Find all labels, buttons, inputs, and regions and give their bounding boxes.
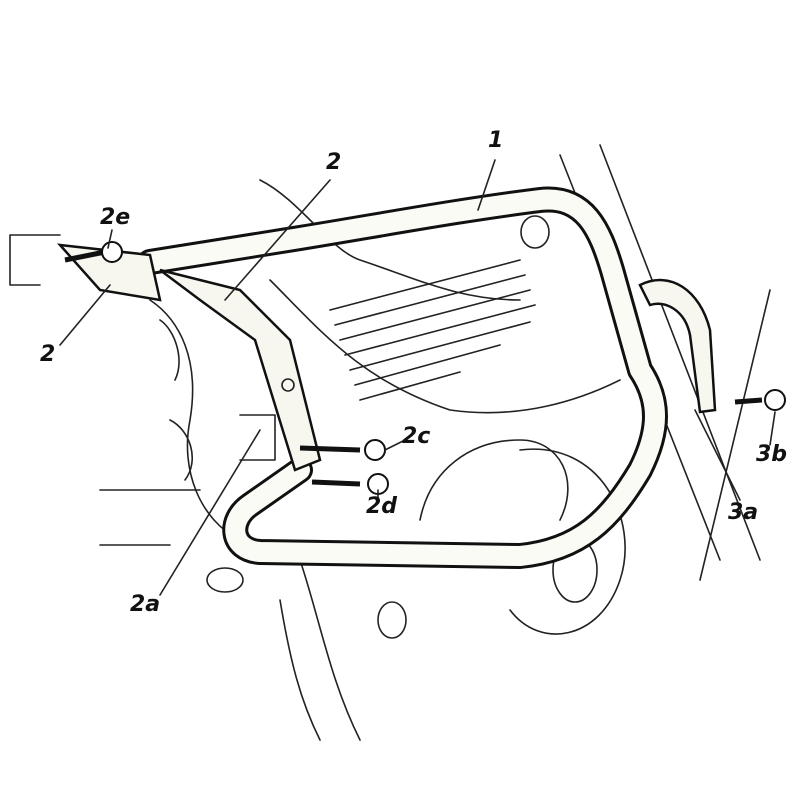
label-part-2-left: 2 — [40, 342, 56, 367]
radiator-fins — [329, 259, 536, 401]
bolt-2c — [299, 439, 386, 461]
spacer-2a — [239, 414, 276, 461]
bolt-2e — [64, 241, 123, 263]
label-part-2-top: 2 — [326, 150, 342, 175]
label-part-3b: 3b — [756, 442, 788, 467]
leader-lines — [59, 159, 776, 596]
label-part-2e: 2e — [100, 205, 131, 230]
label-part-3a: 3a — [728, 500, 759, 525]
label-part-2a: 2a — [130, 592, 161, 617]
crash-bar-tube — [137, 186, 668, 569]
mounting-bracket — [56, 243, 717, 472]
label-part-1: 1 — [488, 128, 504, 153]
label-part-2c: 2c — [402, 424, 431, 449]
bolt-2d — [311, 473, 389, 495]
label-part-2d: 2d — [366, 494, 398, 519]
bolt-3b — [734, 389, 786, 411]
